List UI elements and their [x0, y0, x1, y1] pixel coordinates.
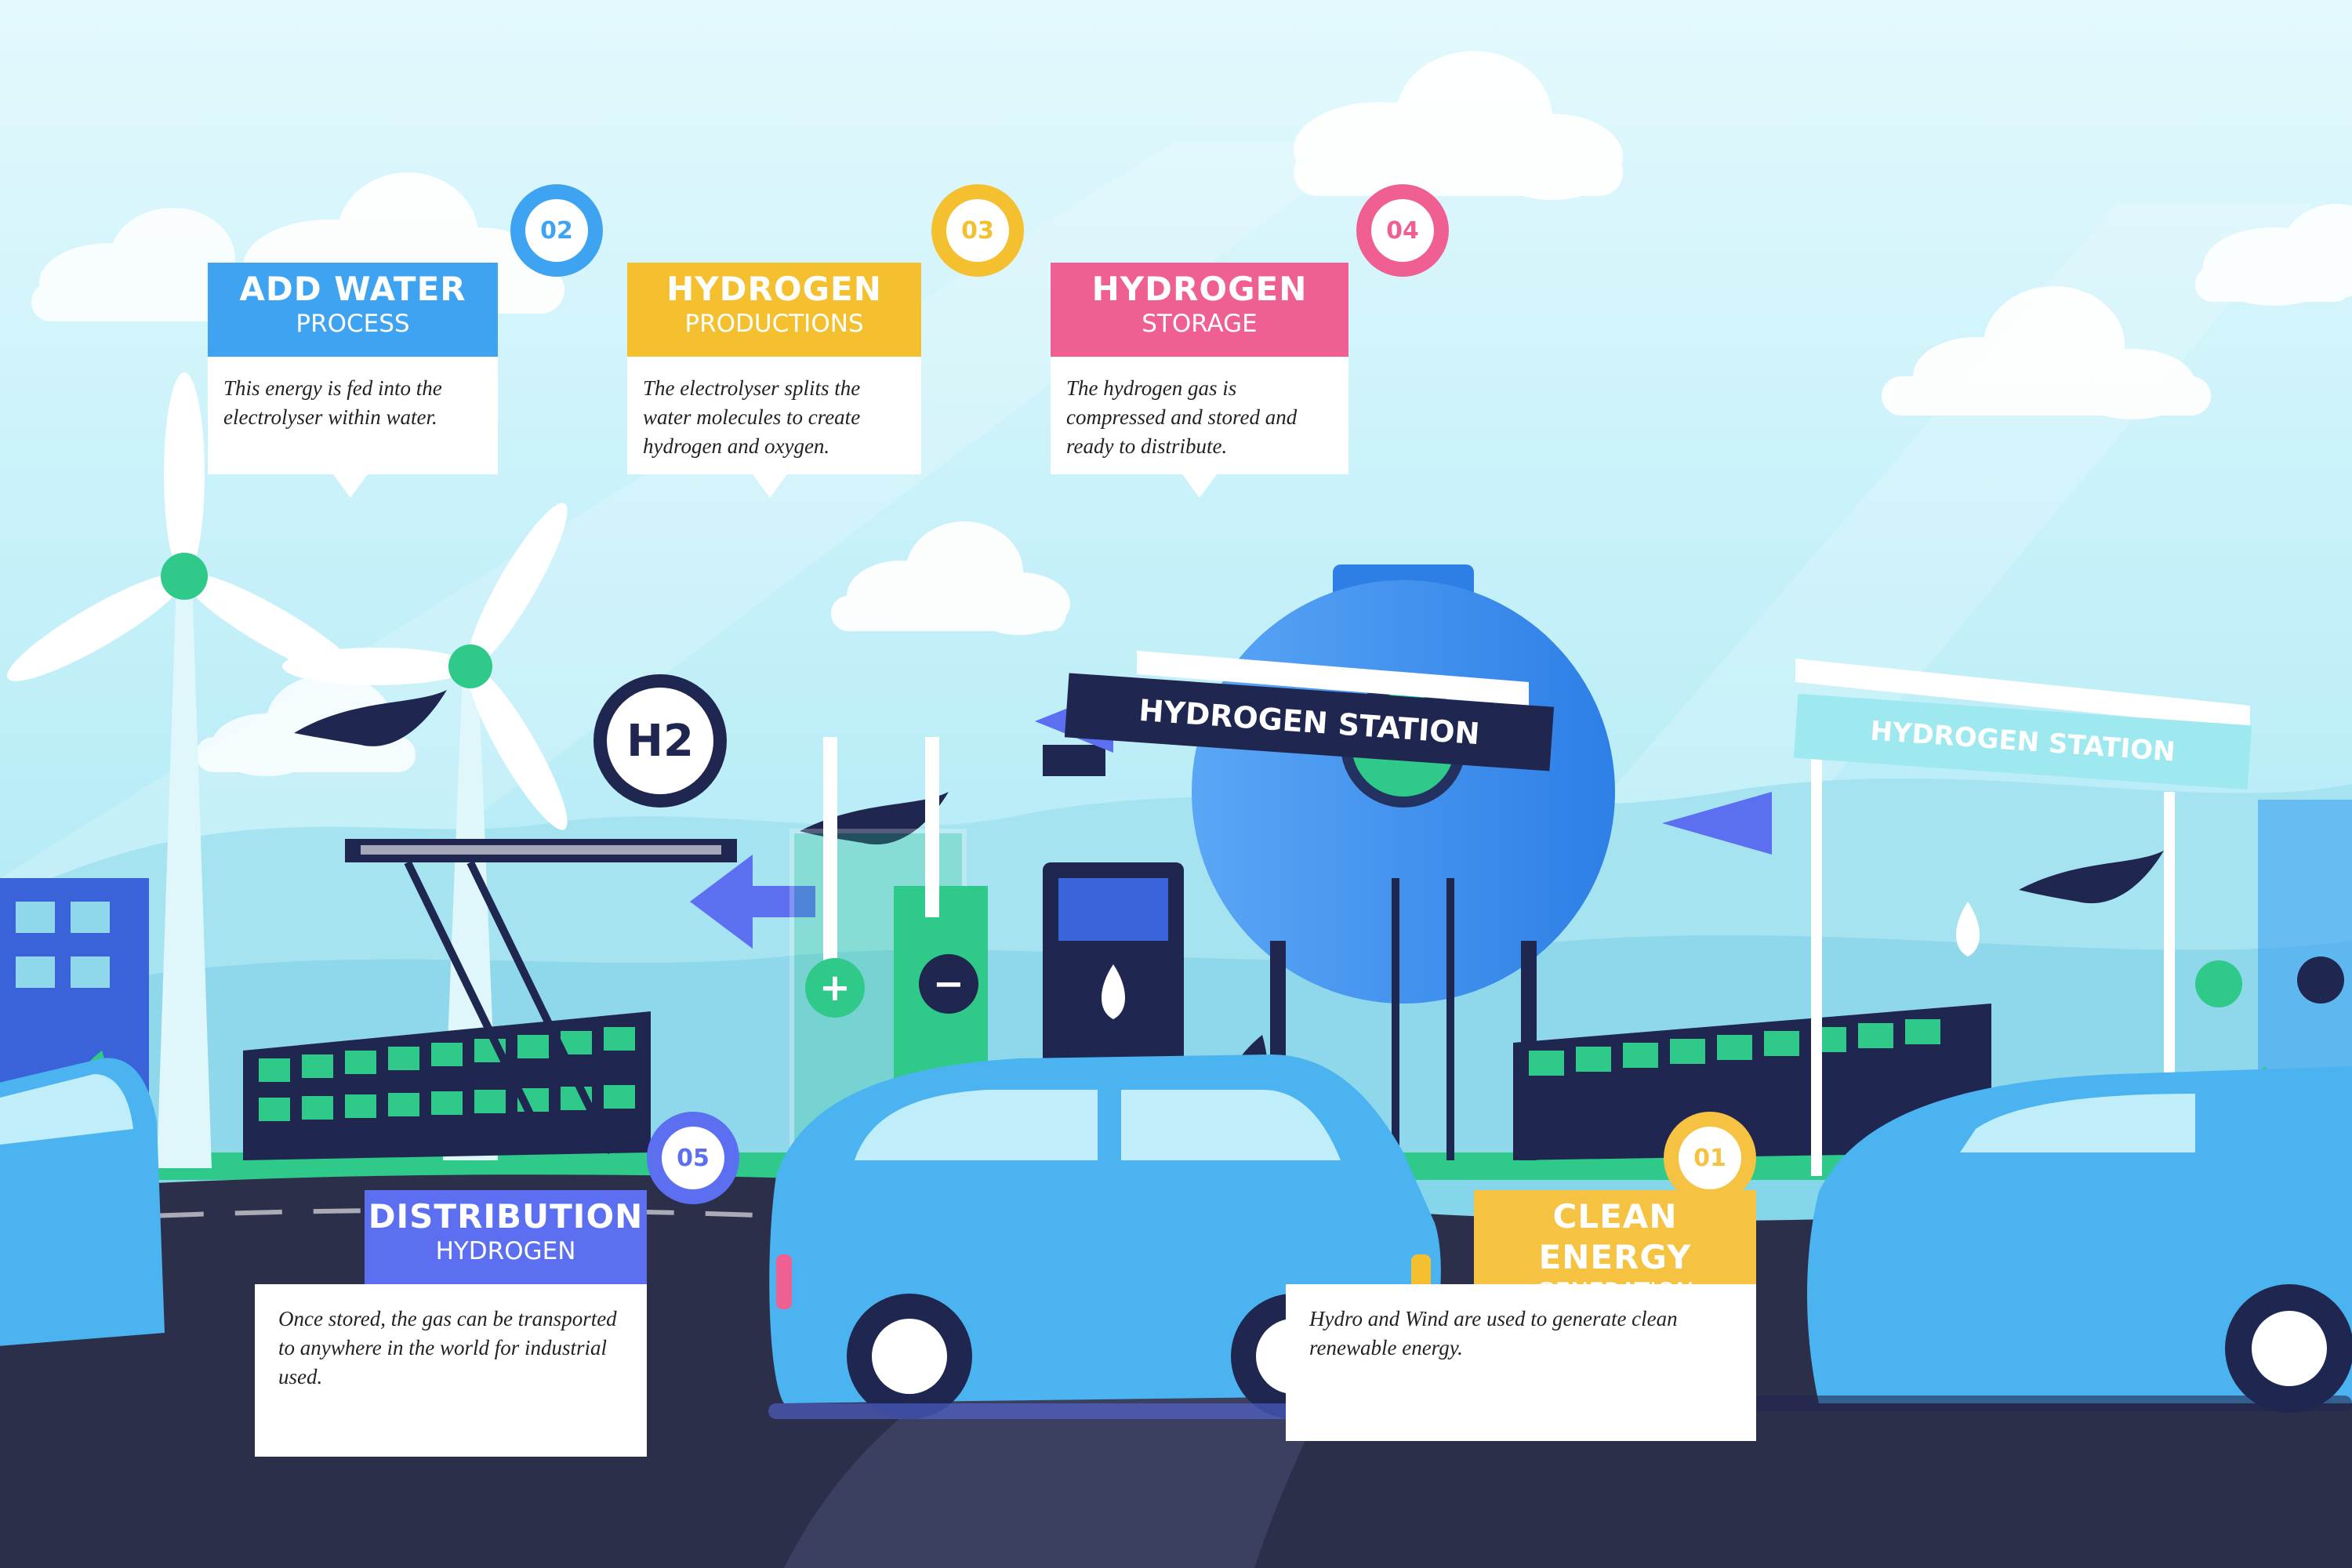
- step-number: 02: [525, 199, 588, 262]
- step-number-pin: 02: [510, 184, 603, 277]
- step-number-pin: 01: [1664, 1112, 1756, 1204]
- step-body: The hydrogen gas is compressed and store…: [1051, 357, 1348, 498]
- step-body: Once stored, the gas can be transported …: [255, 1284, 647, 1457]
- step-number: 01: [1679, 1127, 1741, 1189]
- step-body: This energy is fed into the electrolyser…: [208, 357, 498, 498]
- step-description: The hydrogen gas is compressed and store…: [1066, 376, 1298, 458]
- step-subtitle: HYDROGEN: [435, 1237, 576, 1265]
- step-header: CLEAN ENERGY GENERATION: [1474, 1190, 1756, 1306]
- h2-badge-label: H2: [626, 715, 694, 767]
- step-description: The electrolyser splits the water molecu…: [643, 376, 861, 458]
- step-number: 05: [662, 1127, 724, 1189]
- car-left: [0, 1058, 165, 1346]
- step-number: 04: [1371, 199, 1434, 262]
- car-right: [1725, 1066, 2352, 1413]
- step-body: Hydro and Wind are used to generate clea…: [1286, 1284, 1756, 1441]
- step-subtitle: PROCESS: [296, 310, 410, 338]
- pipeline-bridge: [345, 839, 815, 1155]
- solar-panel: [1513, 1004, 1991, 1160]
- step-title: DISTRIBUTION: [368, 1197, 644, 1236]
- step-subtitle: PRODUCTIONS: [684, 310, 864, 338]
- step-number: 03: [946, 199, 1009, 262]
- hydrogen-pump: [1043, 862, 1184, 1066]
- step-title: ADD WATER: [239, 270, 466, 308]
- step-subtitle: STORAGE: [1142, 310, 1258, 338]
- step-number-pin: 05: [647, 1112, 739, 1204]
- station-canopy: [1035, 651, 1772, 855]
- solar-panel: [243, 1011, 651, 1160]
- step-number-pin: 03: [931, 184, 1024, 277]
- step-header: HYDROGEN PRODUCTIONS: [627, 263, 921, 357]
- step-title: CLEAN ENERGY: [1538, 1197, 1692, 1276]
- step-description: Hydro and Wind are used to generate clea…: [1309, 1307, 1678, 1359]
- step-header: HYDROGEN STORAGE: [1051, 263, 1348, 357]
- station-right: [1795, 659, 2352, 1176]
- step-body: The electrolyser splits the water molecu…: [627, 357, 921, 498]
- step-title: HYDROGEN: [666, 270, 882, 308]
- step-header: ADD WATER PROCESS: [208, 263, 498, 357]
- minus-icon: −: [932, 962, 965, 1006]
- step-title: HYDROGEN: [1091, 270, 1308, 308]
- step-description: This energy is fed into the electrolyser…: [223, 376, 442, 429]
- h2-badge: [593, 674, 727, 808]
- step-header: DISTRIBUTION HYDROGEN: [365, 1190, 647, 1284]
- plus-icon: +: [818, 966, 851, 1010]
- step-number-pin: 04: [1356, 184, 1449, 277]
- step-description: Once stored, the gas can be transported …: [278, 1307, 617, 1388]
